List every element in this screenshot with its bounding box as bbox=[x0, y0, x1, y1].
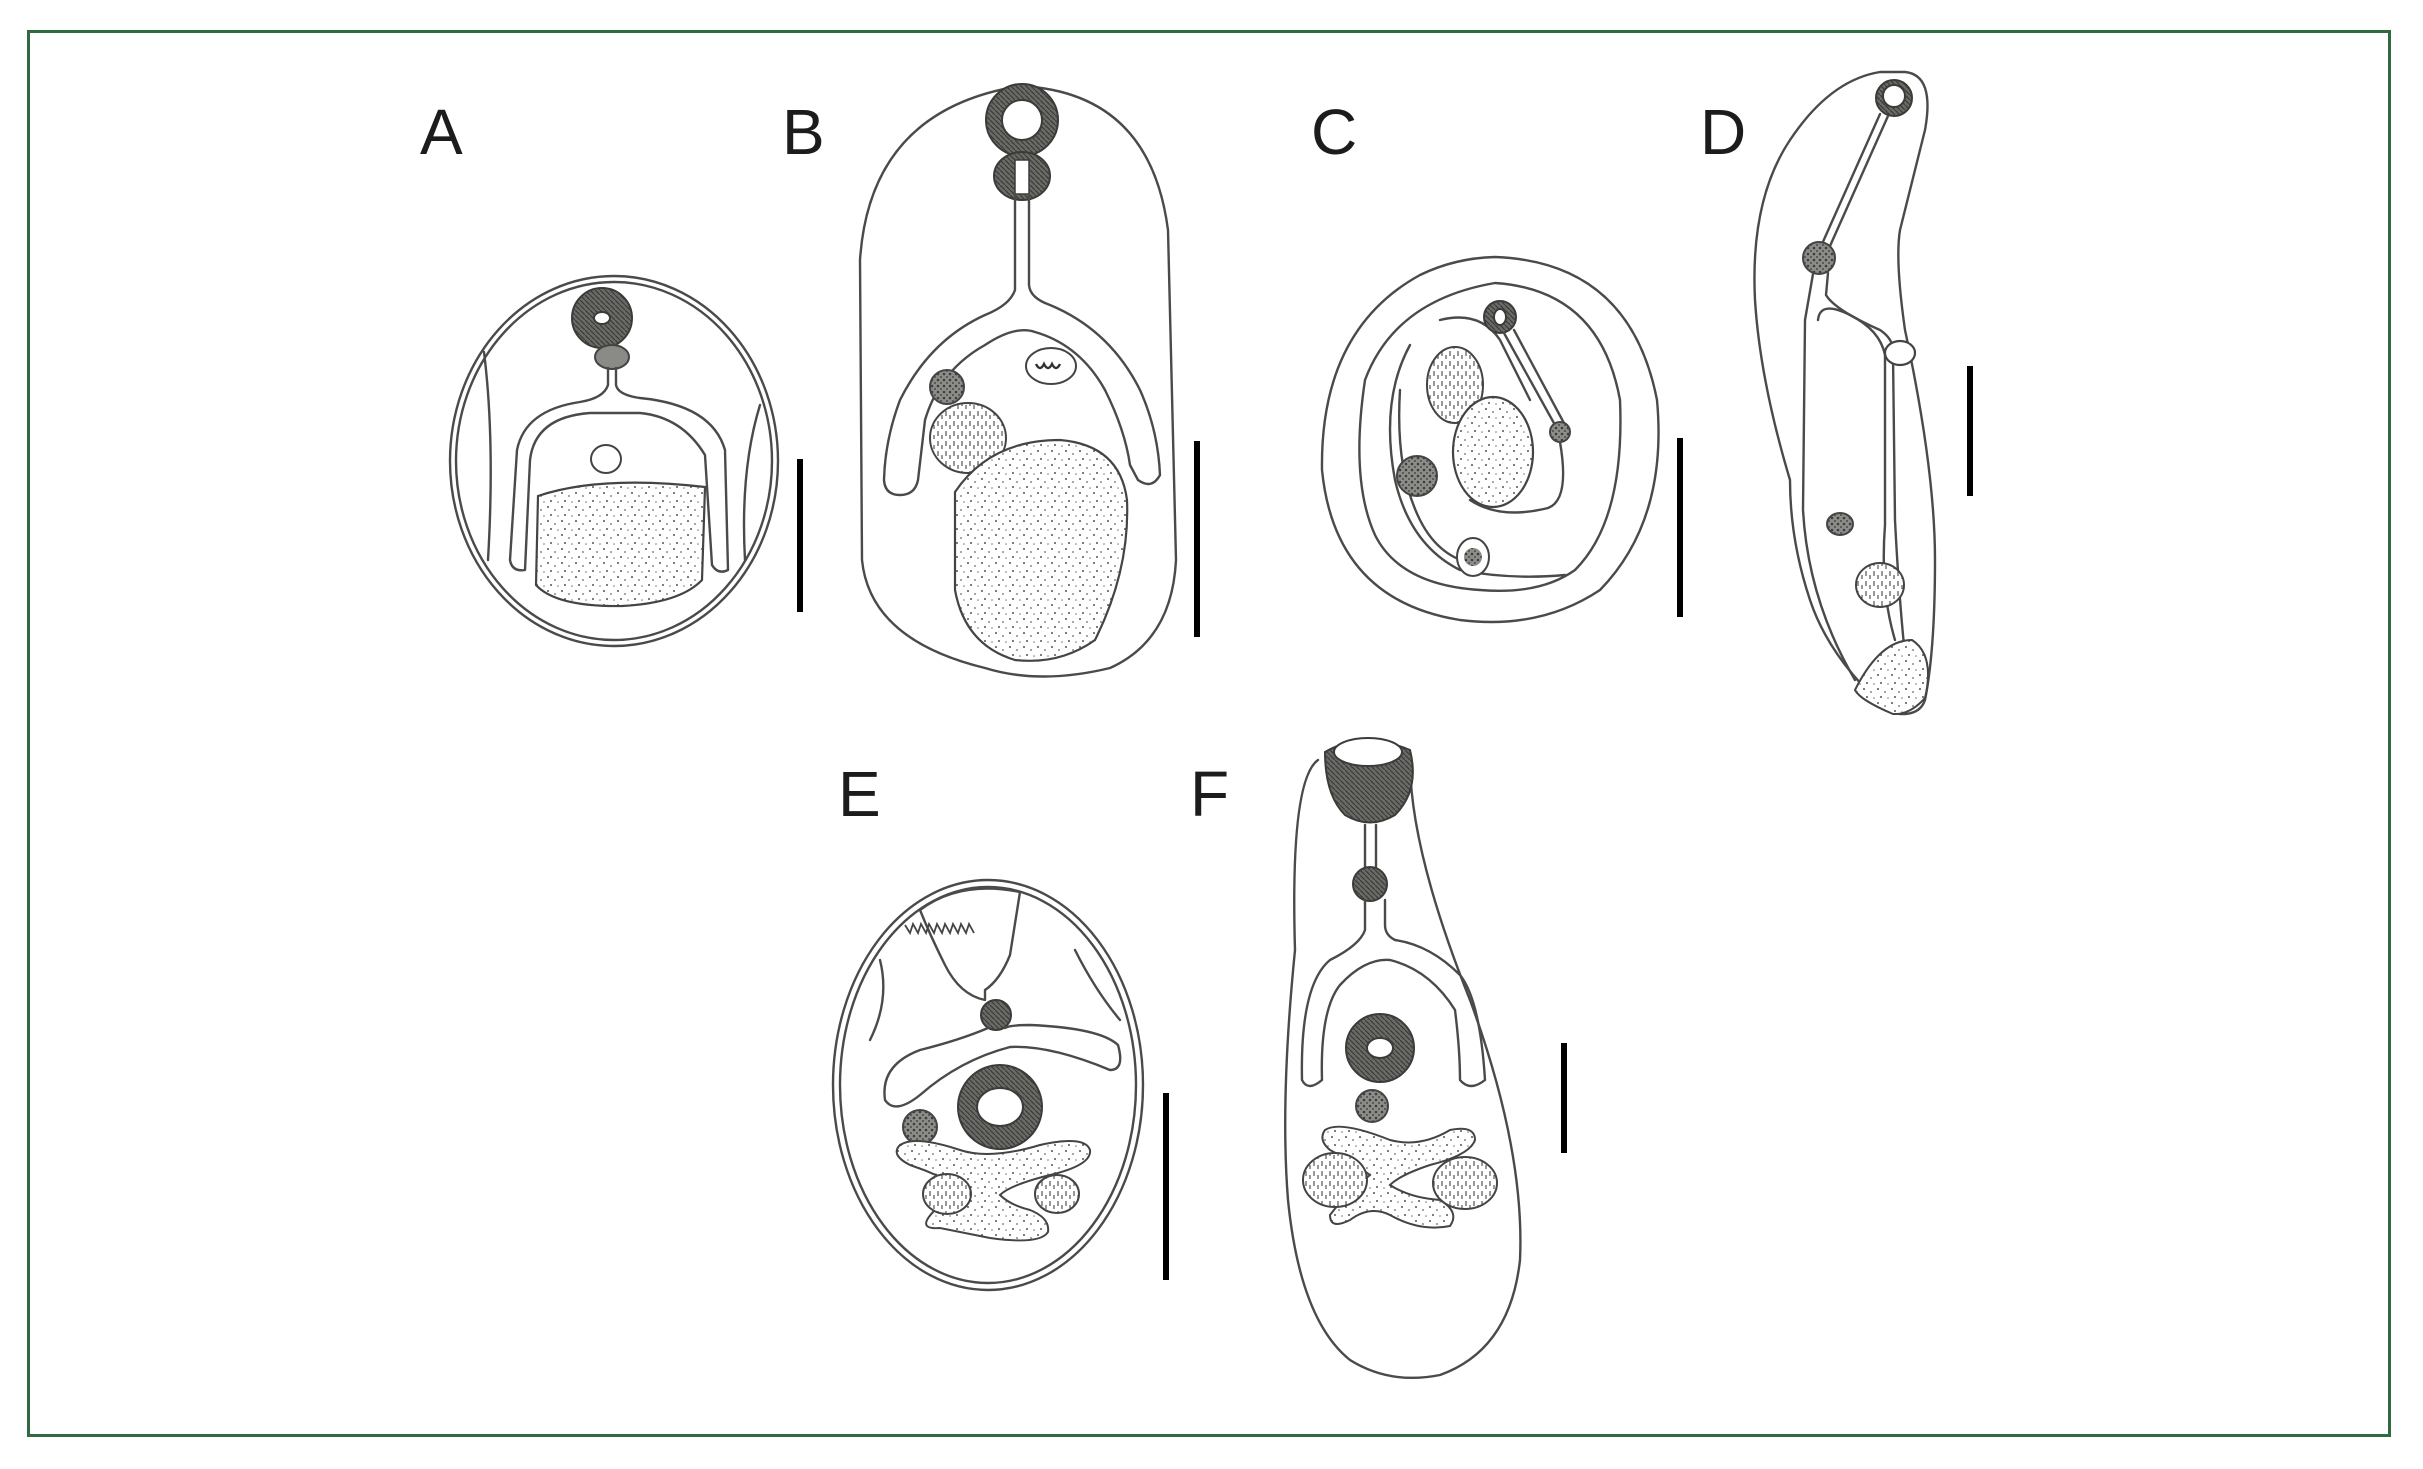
scale-bar-b bbox=[1194, 441, 1200, 637]
panel-b-drawing bbox=[858, 83, 1200, 678]
panel-e-drawing bbox=[831, 878, 1169, 1292]
panel-label-f: F bbox=[1190, 758, 1230, 830]
panel-label-c: C bbox=[1311, 96, 1358, 168]
panel-a-drawing bbox=[448, 274, 803, 648]
scale-bar-a bbox=[797, 459, 803, 612]
figure-frame bbox=[27, 30, 2391, 1437]
panel-label-a: A bbox=[420, 96, 463, 168]
pharynx-icon bbox=[594, 344, 630, 370]
panel-label-b: B bbox=[782, 96, 825, 168]
panel-c-drawing bbox=[1320, 255, 1683, 624]
pharynx-icon bbox=[1352, 866, 1388, 902]
pharynx-icon bbox=[980, 999, 1012, 1031]
scale-bar-e bbox=[1163, 1093, 1169, 1280]
panel-f-drawing bbox=[1284, 737, 1567, 1380]
panel-label-d: D bbox=[1700, 96, 1747, 168]
scale-bar-c bbox=[1677, 438, 1683, 617]
panel-label-e: E bbox=[838, 758, 881, 830]
panel-d-drawing bbox=[1753, 70, 1973, 716]
scale-bar-d bbox=[1967, 366, 1973, 496]
scale-bar-f bbox=[1561, 1043, 1567, 1153]
